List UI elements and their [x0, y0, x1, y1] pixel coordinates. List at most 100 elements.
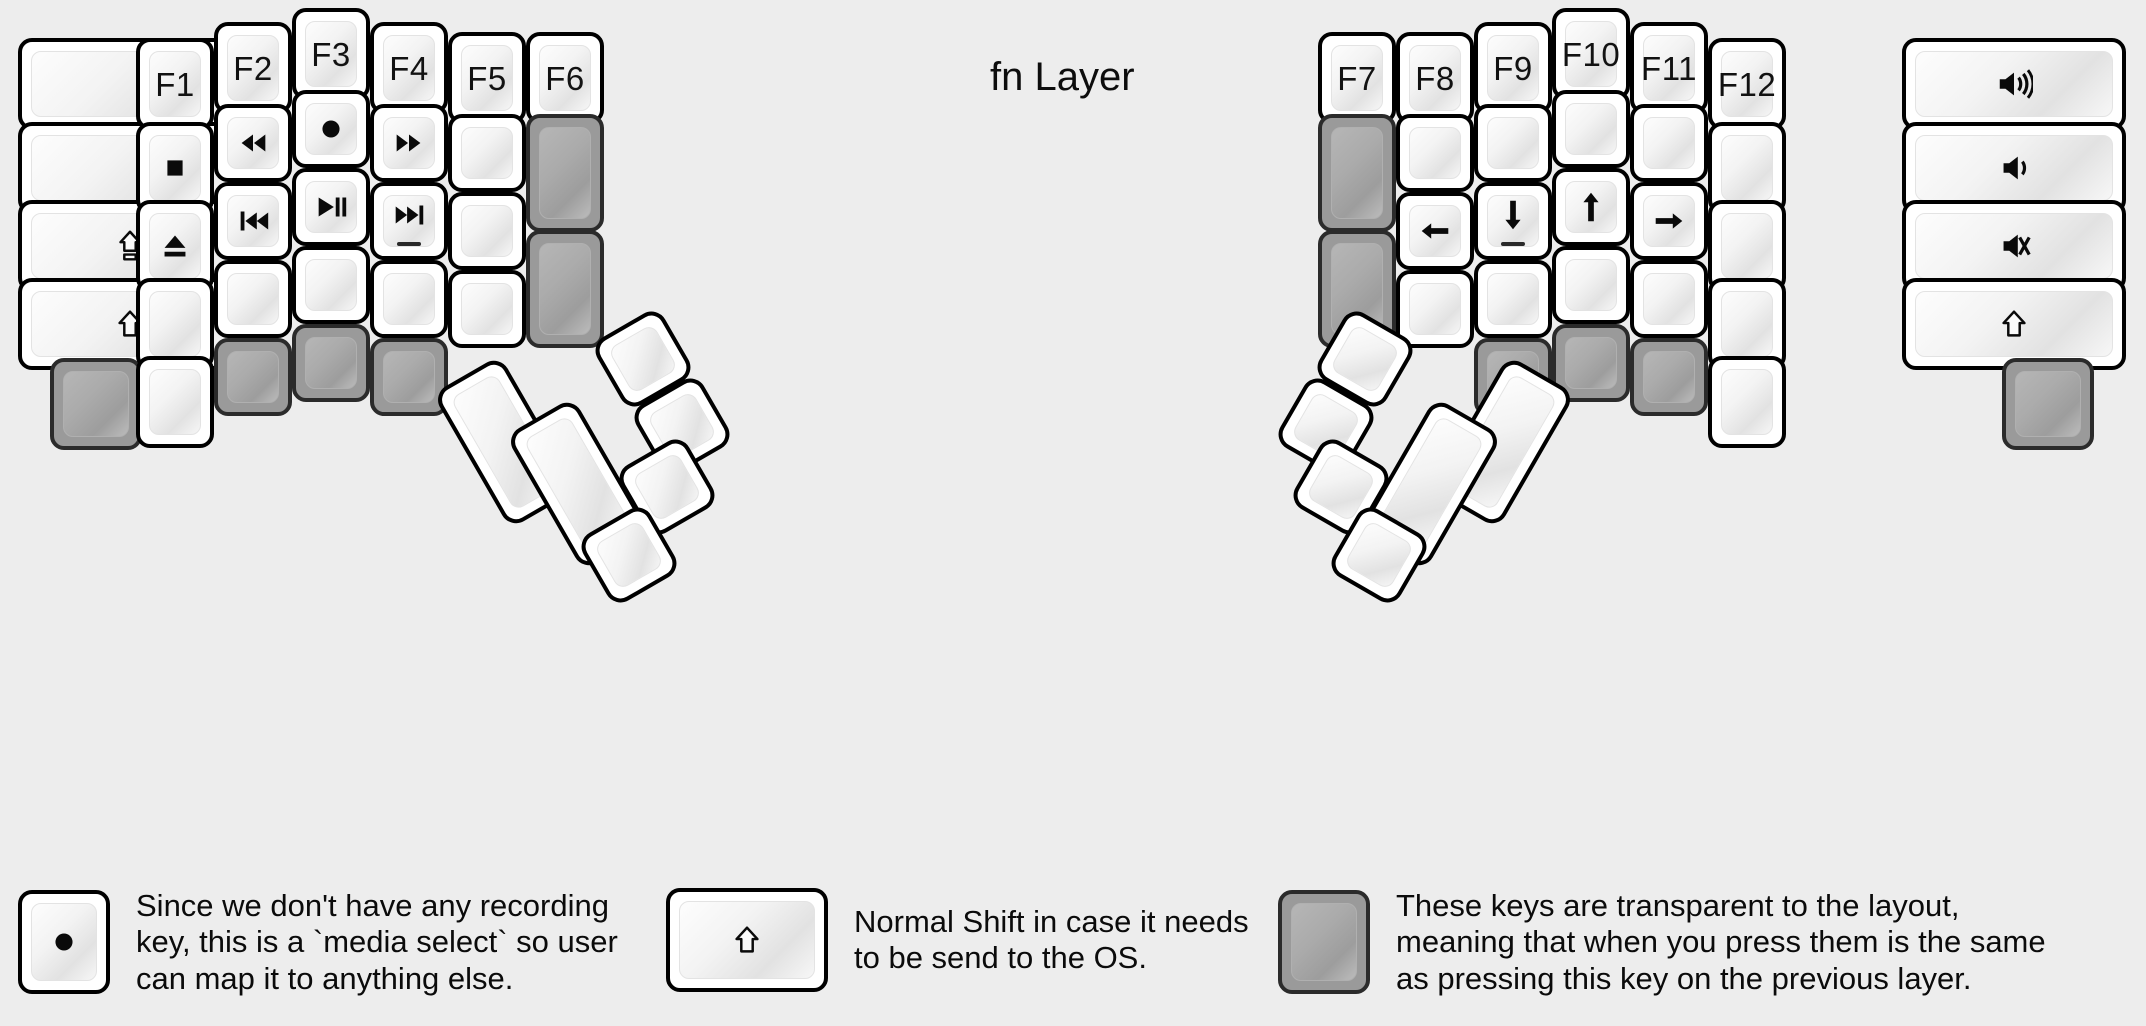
keycap[interactable]: F10 — [1552, 8, 1630, 100]
keycap[interactable]: F1 — [136, 38, 214, 130]
keycap[interactable]: F6 — [526, 32, 604, 124]
keycap-face — [461, 283, 513, 335]
keycap-label: F9 — [1493, 52, 1533, 85]
keycap[interactable] — [1474, 260, 1552, 338]
stop-icon — [156, 149, 194, 187]
keycap-label: F12 — [1718, 68, 1776, 101]
keycap[interactable] — [292, 90, 370, 168]
keycap[interactable] — [214, 260, 292, 338]
keycap[interactable] — [1396, 270, 1474, 348]
keycap-label: F11 — [1641, 52, 1697, 85]
keycap[interactable] — [448, 270, 526, 348]
keycap[interactable] — [136, 278, 214, 370]
fast-forward-icon — [390, 124, 428, 162]
keycap[interactable] — [448, 192, 526, 270]
keycap[interactable] — [1474, 182, 1552, 260]
keycap-label — [1995, 149, 2033, 187]
volume-down-icon — [1995, 149, 2033, 187]
keycap-label — [1494, 196, 1532, 246]
legend-key-sample — [666, 888, 828, 992]
keycap[interactable] — [214, 104, 292, 182]
keycap[interactable]: F4 — [370, 22, 448, 114]
transparent-key[interactable] — [292, 324, 370, 402]
keycap[interactable] — [448, 114, 526, 192]
keycap-text: F6 — [545, 59, 585, 97]
keycap[interactable] — [1708, 200, 1786, 292]
transparent-key[interactable] — [214, 338, 292, 416]
keycap[interactable] — [136, 200, 214, 292]
keycap[interactable] — [1630, 104, 1708, 182]
keycap[interactable]: F8 — [1396, 32, 1474, 124]
transparent-key[interactable] — [50, 358, 142, 450]
keycap[interactable] — [1902, 278, 2126, 370]
keycap[interactable]: F12 — [1708, 38, 1786, 130]
keycap-face: F5 — [461, 45, 513, 111]
keycap-label — [312, 110, 350, 148]
transparent-key[interactable] — [2002, 358, 2094, 450]
keycap-face: F11 — [1641, 35, 1697, 101]
keycap[interactable] — [292, 168, 370, 246]
keycap-text: F11 — [1641, 49, 1697, 87]
keycap-face: F12 — [1718, 51, 1776, 117]
legend-key-sample — [18, 890, 110, 995]
keycap-face — [383, 117, 435, 169]
keycap[interactable] — [214, 182, 292, 260]
keycap[interactable] — [1552, 90, 1630, 168]
keycap-face — [2015, 371, 2081, 437]
transparent-key[interactable] — [370, 338, 448, 416]
keycap[interactable] — [1708, 356, 1786, 448]
keycap-face: F10 — [1562, 21, 1620, 87]
keycap-text: F2 — [233, 49, 273, 87]
keycap[interactable] — [136, 356, 214, 448]
keycap-label: F4 — [389, 52, 429, 85]
keycap-face — [149, 213, 201, 279]
keycap-text: F7 — [1337, 59, 1377, 97]
transparent-key[interactable] — [526, 114, 604, 232]
keycap[interactable] — [292, 246, 370, 324]
keycap[interactable]: F3 — [292, 8, 370, 100]
label-underline — [1501, 242, 1525, 246]
keycap-text: F9 — [1493, 49, 1533, 87]
keycap-label: F5 — [467, 62, 507, 95]
keycap[interactable] — [370, 182, 448, 260]
keycap[interactable]: F5 — [448, 32, 526, 124]
keycap-label: F2 — [233, 52, 273, 85]
transparent-key[interactable] — [1630, 338, 1708, 416]
keycap-face — [1915, 51, 2113, 117]
keycap[interactable] — [1396, 114, 1474, 192]
keycap-face — [63, 371, 129, 437]
keycap-label: F10 — [1562, 38, 1620, 71]
keycap-face — [1331, 127, 1383, 219]
record-icon — [45, 923, 83, 961]
keycap[interactable]: F7 — [1318, 32, 1396, 124]
rewind-icon — [234, 124, 272, 162]
keycap[interactable] — [136, 122, 214, 214]
keycap[interactable] — [1396, 192, 1474, 270]
keycap-face — [383, 351, 435, 403]
keycap[interactable]: F11 — [1630, 22, 1708, 114]
keycap[interactable] — [1630, 260, 1708, 338]
keycap[interactable] — [1630, 182, 1708, 260]
keycap[interactable] — [1902, 122, 2126, 214]
keycap-label: F3 — [311, 38, 351, 71]
keycap-face — [1409, 205, 1461, 257]
keycap[interactable] — [1552, 246, 1630, 324]
keycap-text: F1 — [155, 65, 195, 103]
keycap-label — [1650, 202, 1688, 240]
keycap-face — [1409, 127, 1461, 179]
transparent-key[interactable] — [526, 230, 604, 348]
keycap[interactable] — [370, 104, 448, 182]
record-icon — [312, 110, 350, 148]
keycap[interactable] — [370, 260, 448, 338]
keycap-face — [383, 273, 435, 325]
keycap-label — [1995, 305, 2033, 343]
keycap-label — [234, 124, 272, 162]
keycap-text: F10 — [1561, 35, 1621, 73]
keycap-face — [227, 273, 279, 325]
keycap[interactable] — [1474, 104, 1552, 182]
keycap-label — [156, 149, 194, 187]
keycap-text: F12 — [1717, 65, 1777, 103]
keycap[interactable] — [1552, 168, 1630, 246]
